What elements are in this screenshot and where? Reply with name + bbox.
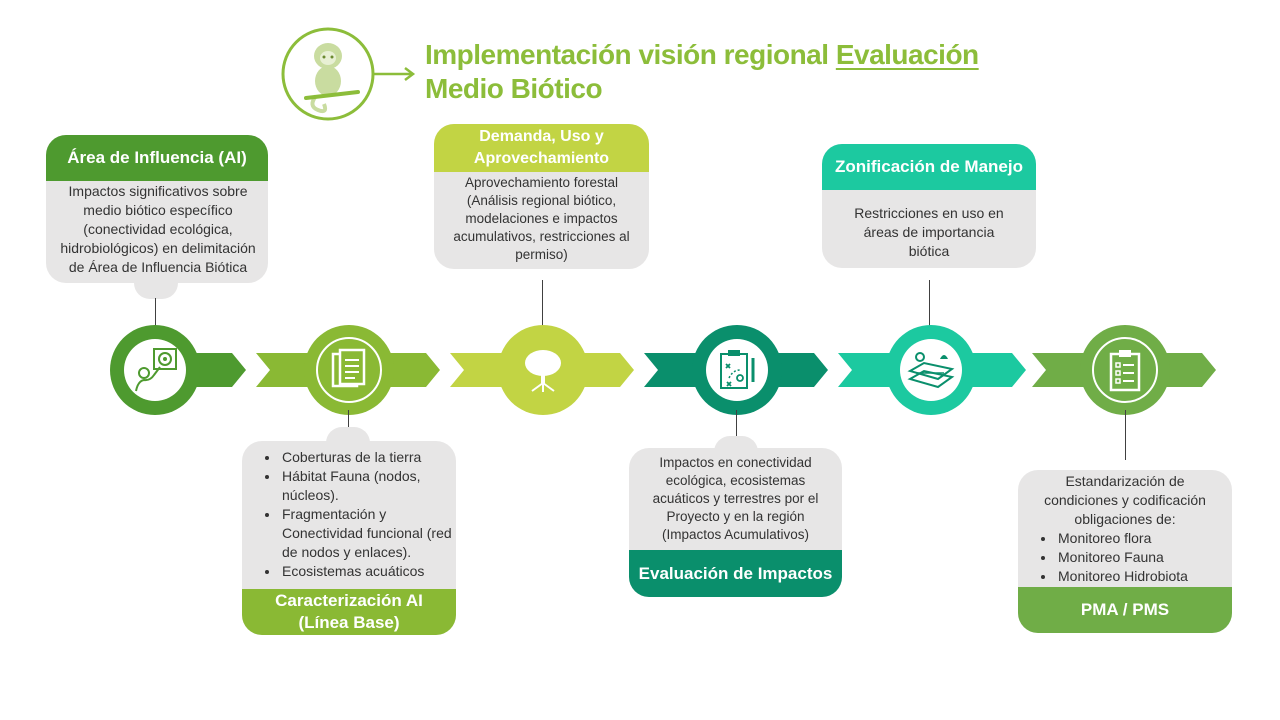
connector-line xyxy=(929,280,930,328)
pma-circle xyxy=(1080,325,1170,415)
list-item: Fragmentación y Conectividad funcional (… xyxy=(280,505,456,562)
demanda-box: Demanda, Uso y Aprovechamiento Aprovecha… xyxy=(434,124,649,269)
list-item: Monitoreo flora xyxy=(1056,529,1232,548)
evaluacion-box: Impactos en conectividad ecológica, ecos… xyxy=(629,448,842,597)
area-influencia-header: Área de Influencia (AI) xyxy=(46,135,268,181)
demanda-header: Demanda, Uso y Aprovechamiento xyxy=(434,124,649,172)
tree-icon xyxy=(525,350,561,392)
demanda-text: Aprovechamiento forestal (Análisis regio… xyxy=(453,175,630,262)
documents-icon xyxy=(331,348,366,388)
list-item: Monitoreo Fauna xyxy=(1056,548,1232,567)
connector-line xyxy=(736,410,737,438)
demanda-circle xyxy=(498,325,588,415)
pma-bullets: Monitoreo flora Monitoreo Fauna Monitore… xyxy=(1036,529,1232,586)
evaluacion-text: Impactos en conectividad ecológica, ecos… xyxy=(652,455,819,542)
page-title: Implementación visión regional Evaluació… xyxy=(425,38,979,106)
area-influencia-box: Área de Influencia (AI) Impactos signifi… xyxy=(46,135,268,283)
list-item: Ecosistemas acuáticos xyxy=(280,562,456,581)
connector-line xyxy=(1125,410,1126,460)
zonificacion-circle xyxy=(886,325,976,415)
monkey-icon xyxy=(281,27,416,121)
caracterizacion-circle xyxy=(304,325,394,415)
area-influencia-text: Impactos significativos sobre medio biót… xyxy=(60,183,256,275)
title-logo xyxy=(278,26,416,124)
checklist-icon xyxy=(1109,350,1141,392)
zonificacion-header: Zonificación de Manejo xyxy=(822,144,1036,190)
connector-line xyxy=(542,280,543,328)
area-influencia-circle xyxy=(110,325,200,415)
strategy-board-icon xyxy=(720,350,755,389)
evaluacion-circle xyxy=(692,325,782,415)
target-person-icon xyxy=(135,348,177,392)
title-underlined: Evaluación xyxy=(835,39,979,70)
title-line1: Implementación visión regional xyxy=(425,39,829,70)
connector-line xyxy=(348,410,349,438)
zonificacion-text: Restricciones en uso en áreas de importa… xyxy=(854,205,1004,259)
map-layers-icon xyxy=(907,352,955,389)
area-influencia-notch xyxy=(134,283,178,299)
list-item: Monitoreo Hidrobiota xyxy=(1056,567,1232,586)
pma-header: PMA / PMS xyxy=(1018,587,1232,633)
caracterizacion-notch xyxy=(326,427,370,443)
caracterizacion-box: Coberturas de la tierra Hábitat Fauna (n… xyxy=(242,441,456,635)
list-item: Coberturas de la tierra xyxy=(280,448,456,467)
title-line2: Medio Biótico xyxy=(425,73,603,104)
caracterizacion-bullets: Coberturas de la tierra Hábitat Fauna (n… xyxy=(260,448,456,581)
pma-intro: Estandarización de condiciones y codific… xyxy=(1044,473,1206,527)
evaluacion-header: Evaluación de Impactos xyxy=(629,550,842,597)
process-chevrons xyxy=(150,353,1216,387)
caracterizacion-header: Caracterización AI (Línea Base) xyxy=(242,589,456,635)
list-item: Hábitat Fauna (nodos, núcleos). xyxy=(280,467,456,505)
pma-box: Estandarización de condiciones y codific… xyxy=(1018,470,1232,633)
connector-line xyxy=(155,298,156,328)
zonificacion-box: Zonificación de Manejo Restricciones en … xyxy=(822,144,1036,268)
